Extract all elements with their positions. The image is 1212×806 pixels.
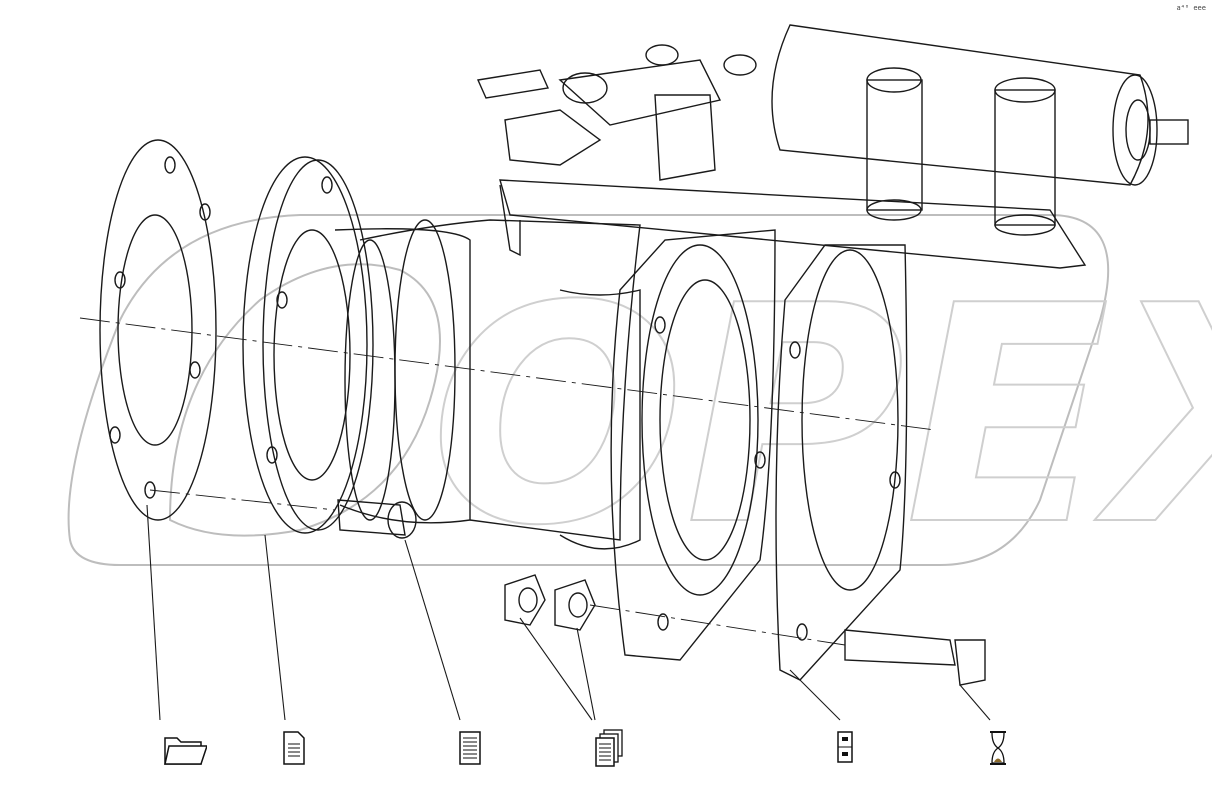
opex-watermark: OPEX (67, 214, 1212, 592)
folder-icon (163, 728, 209, 768)
watermark-text: OPEX (430, 242, 1212, 591)
hourglass-icon (976, 728, 1020, 768)
document-icon (272, 728, 316, 768)
hex-nuts (504, 574, 596, 631)
corner-mark: a⁴⁰ eee (1176, 4, 1206, 12)
bolt-centerline (149, 489, 336, 511)
long-bolt (337, 499, 986, 686)
multiple-documents-icon (588, 728, 632, 768)
leader-lines (146, 504, 991, 721)
parts-linework (79, 24, 1189, 721)
actuator-cylinder (771, 24, 1189, 236)
gasket-ring (99, 139, 217, 521)
rear-plate (610, 229, 776, 661)
actuator-bracket (499, 109, 1087, 269)
lower-bolt-centerline (589, 604, 846, 646)
rear-gasket (775, 244, 908, 681)
centerline (79, 317, 936, 431)
pipe-flange (242, 156, 471, 534)
list-document-icon (448, 728, 492, 768)
linkage-arm (476, 44, 757, 181)
valve-body (344, 219, 641, 550)
file-cabinet-icon (822, 728, 866, 768)
